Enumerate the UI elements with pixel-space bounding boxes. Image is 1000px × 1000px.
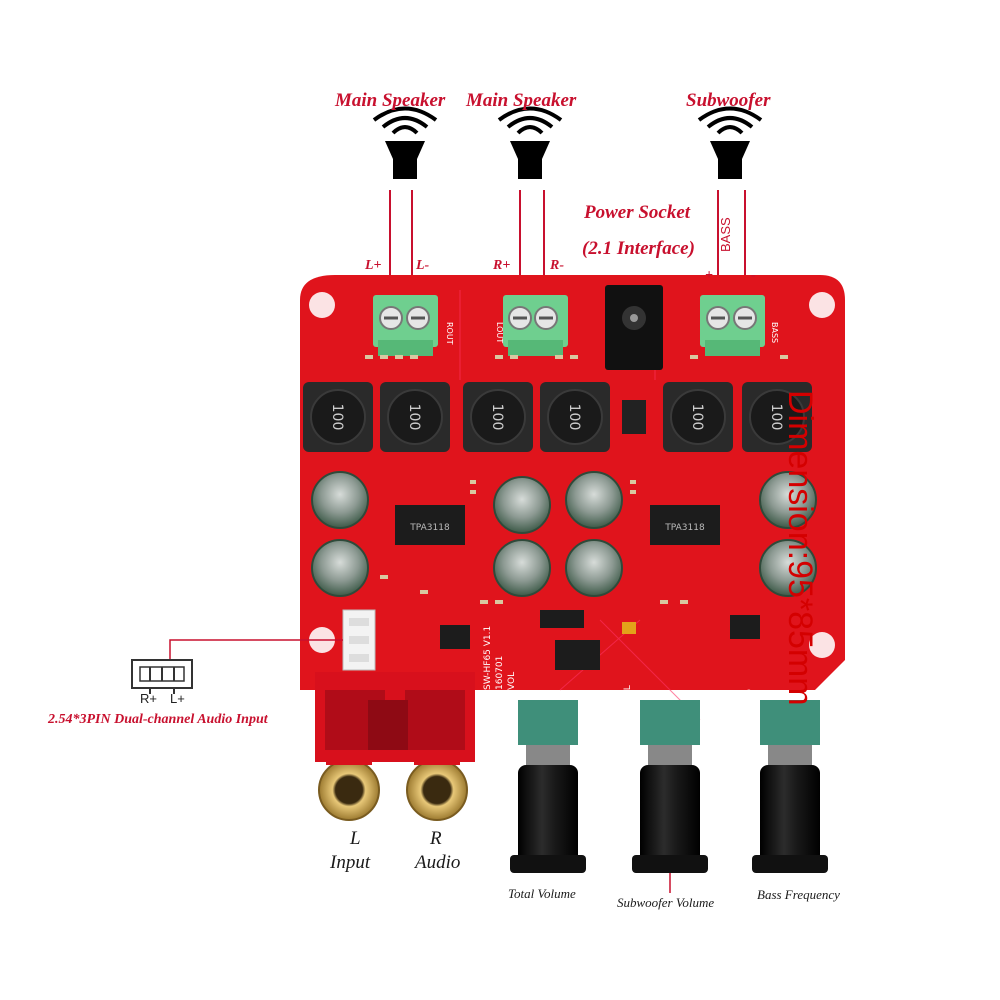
- silk-date: 160701: [495, 656, 505, 690]
- input-word-label: Input: [330, 852, 371, 873]
- power-socket: [605, 285, 663, 370]
- bass-minus-label: -: [751, 268, 756, 283]
- header-connector-icon: [131, 659, 193, 694]
- total-volume-label: Total Volume: [508, 886, 576, 901]
- amplifier-chips: [395, 505, 760, 670]
- audio-input-header-label: 2.54*3PIN Dual-channel Audio Input: [48, 712, 268, 727]
- silk-model: SW-HF65 V1.1: [483, 626, 493, 690]
- dimension-label: Dimension:95*85mm: [781, 390, 819, 706]
- interface-label: (2.1 Interface): [582, 238, 695, 259]
- inductor-marking: 100: [329, 404, 345, 431]
- silk-lout: LOUT: [495, 322, 504, 343]
- bass-plus-label: +: [705, 268, 713, 283]
- header-pointer-line: [169, 639, 343, 660]
- pin-r-plus-label: R+: [493, 258, 511, 273]
- chip-marking: TPA3118: [664, 523, 705, 533]
- input-l-label: L: [350, 828, 361, 849]
- main-speaker-left-label: Main Speaker: [335, 90, 446, 111]
- potentiometer-total-volume: [510, 700, 586, 873]
- header-r-plus-label: R+: [140, 691, 157, 706]
- potentiometer-subwoofer-volume: [632, 700, 708, 873]
- input-r-label: R: [430, 828, 442, 849]
- inductor-marking: 100: [566, 404, 582, 431]
- inductor-marking: 100: [768, 404, 784, 431]
- inductor-marking: 100: [406, 404, 422, 431]
- subwoofer-volume-label: Subwoofer Volume: [617, 895, 715, 910]
- terminal-block-lout: [503, 295, 568, 356]
- pin-l-plus-label: L+: [365, 258, 382, 273]
- pin-l-minus-label: L-: [416, 258, 430, 273]
- header-l-plus-label: L+: [170, 691, 185, 706]
- silk-rout: ROUT: [445, 322, 454, 345]
- inductor-marking: 100: [689, 404, 705, 431]
- silk-bass-vol: BASS VOL: [623, 685, 633, 730]
- main-speaker-right-label: Main Speaker: [466, 90, 577, 111]
- rca-input-jacks: [315, 672, 475, 821]
- chip-marking: TPA3118: [409, 523, 450, 533]
- bass-label: BASS: [718, 217, 733, 252]
- speaker-icon: [497, 106, 563, 179]
- terminal-block-rout: [373, 295, 438, 356]
- smd-components: [365, 355, 788, 604]
- silk-bass-freq: BASS FREQ: [745, 689, 755, 740]
- terminal-block-bass: [700, 295, 765, 356]
- subwoofer-label: Subwoofer: [686, 90, 771, 111]
- audio-word-label: Audio: [415, 852, 461, 873]
- diode: [622, 400, 646, 434]
- inductors: [303, 382, 812, 452]
- potentiometer-bass-frequency: [752, 700, 828, 873]
- silk-vol: VOL: [507, 672, 517, 690]
- bass-frequency-label: Bass Frequency: [757, 887, 840, 902]
- speaker-icon: [372, 106, 438, 179]
- capacitors: [311, 471, 817, 597]
- audio-input-header: [342, 609, 376, 671]
- inductor-marking: 100: [489, 404, 505, 431]
- speaker-icon: [697, 106, 763, 179]
- power-socket-label: Power Socket: [584, 202, 691, 223]
- silk-bass: BASS: [770, 322, 779, 343]
- pin-r-minus-label: R-: [550, 258, 564, 273]
